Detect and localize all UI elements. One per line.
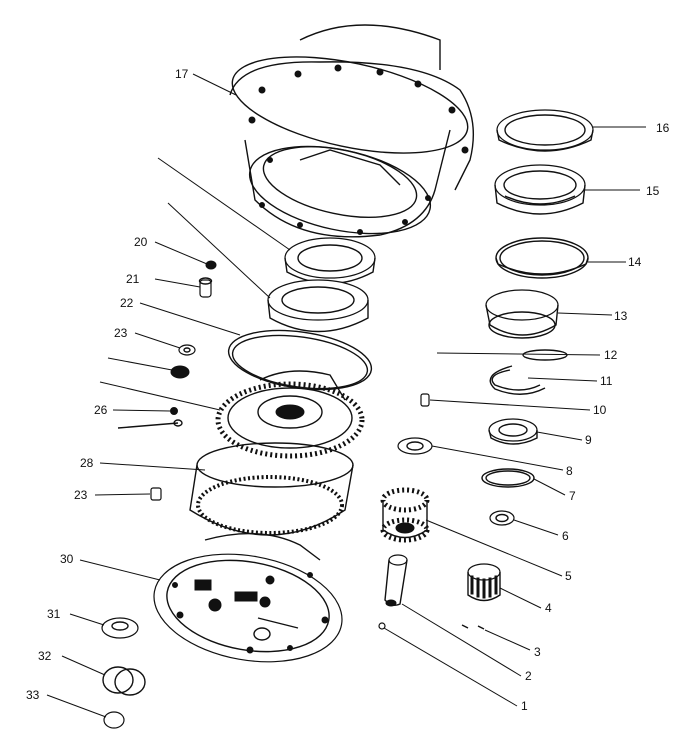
part-9-bearing [488,418,538,445]
callout-15: 15 [646,184,660,198]
part-10-pin [420,393,430,407]
carrier-gear [215,370,365,459]
callout-4: 4 [545,601,552,615]
callout-9: 9 [585,433,592,447]
part-26-ball [170,407,178,415]
part-2-shaft [384,554,408,607]
callout-23a: 23 [114,326,128,340]
callout-22: 22 [120,296,134,310]
part-20-nut [205,260,217,270]
callout-33: 33 [26,688,40,702]
callout-20: 20 [134,235,148,249]
callout-10: 10 [593,403,607,417]
part-15-bearing [494,164,586,215]
part-1-ball [378,622,386,630]
callout-3: 3 [534,645,541,659]
part-23a-washer [178,344,196,356]
part-23b-pin [150,487,162,501]
part-27-pin [117,419,183,429]
callout-23b: 23 [74,488,88,502]
callout-13: 13 [614,309,628,323]
callout-8: 8 [566,464,573,478]
callout-labels: 17 20 21 22 23 26 28 23 30 31 32 33 16 1… [26,67,670,713]
part-3-pins [461,624,485,630]
callout-16: 16 [656,121,670,135]
part-21-bolt [198,277,213,298]
callout-26: 26 [94,403,108,417]
callout-32: 32 [38,649,52,663]
callout-6: 6 [562,529,569,543]
part-7-snapring [481,468,535,488]
callout-7: 7 [569,489,576,503]
callout-2: 2 [525,669,532,683]
callout-17: 17 [175,67,189,81]
part-31-cap [101,617,139,639]
callout-28: 28 [80,456,94,470]
part-4-gear [467,563,501,602]
callout-30: 30 [60,552,74,566]
bearing-lower [267,279,369,333]
callout-11: 11 [600,374,613,388]
callout-14: 14 [628,255,642,269]
callout-1: 1 [521,699,528,713]
callout-31: 31 [47,607,61,621]
part-33-plug [103,711,125,729]
part-6-washer [489,510,515,526]
part-17-housing [229,24,475,238]
part-13-race [485,289,559,339]
bearing-upper [284,237,376,285]
callout-5: 5 [565,569,572,583]
part-30-cover [153,532,343,663]
part-11-circlip [489,365,546,395]
part-8-washer [397,437,433,455]
leader-lines [46,73,646,718]
part-24-bearing [170,365,190,379]
part-5-pinion [380,487,430,543]
callout-12: 12 [604,348,618,362]
part-14-ring [495,237,589,279]
part-16-seal [496,109,594,152]
callout-21: 21 [126,272,140,286]
part-32-orings [102,666,146,696]
